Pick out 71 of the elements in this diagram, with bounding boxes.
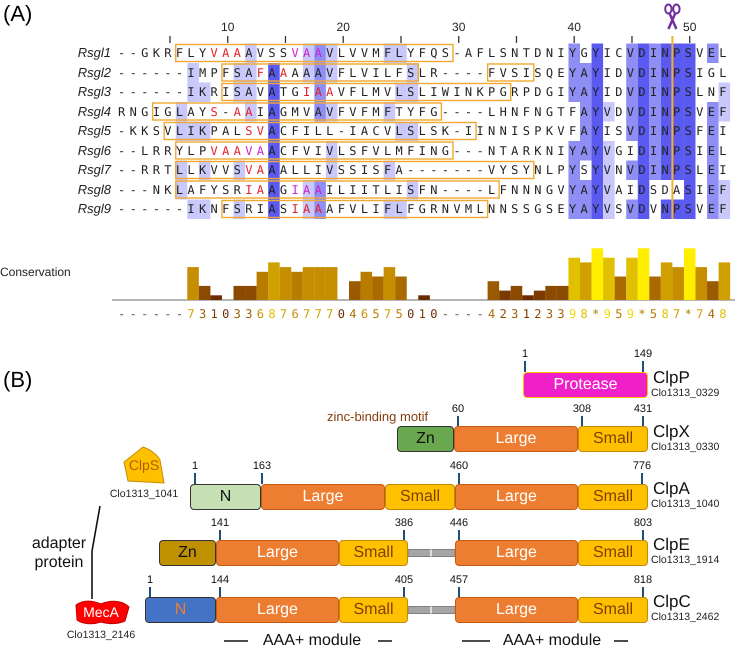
position-marker: 803 — [634, 518, 652, 540]
gene-id: Clo1313_1040 — [651, 499, 720, 510]
gene-id: Clo1313_1041 — [110, 489, 178, 500]
position-marker: 1 — [192, 461, 198, 484]
position-marker: 457 — [450, 575, 468, 597]
position-marker: 163 — [252, 461, 272, 484]
protein-label: MecA — [83, 605, 119, 619]
domain-box: Small — [339, 540, 408, 566]
protein-name: ClpC — [653, 593, 691, 610]
gene-id: Clo1313_2146 — [66, 630, 136, 640]
domain-box: Large — [455, 597, 578, 623]
position-marker: 405 — [394, 575, 414, 597]
ruler-number: 50 — [683, 21, 696, 33]
position-marker: 308 — [572, 404, 592, 426]
position-marker: 446 — [450, 518, 468, 540]
domain-box: Large — [455, 540, 578, 566]
position-marker: 141 — [210, 518, 230, 540]
domain-box: Zn — [159, 540, 216, 566]
domain-box: Large — [455, 484, 578, 510]
sequence-name: Rsgl5 — [78, 124, 111, 137]
annotation-text: adapter protein — [26, 534, 92, 572]
position-marker: 149 — [634, 349, 652, 372]
ruler-number: 20 — [336, 21, 350, 33]
gene-id: Clo1313_0329 — [651, 388, 720, 398]
protein-name: ClpX — [653, 423, 690, 440]
sequence-name: Rsgl8 — [78, 182, 111, 196]
domain-box: Small — [339, 597, 408, 623]
sequence-name: Rsgl6 — [78, 144, 111, 156]
domain-box: Large — [216, 597, 339, 623]
protein-name: ClpE — [653, 536, 690, 553]
position-marker: 144 — [210, 575, 230, 597]
position-marker: 460 — [450, 461, 468, 484]
domain-box: Large — [261, 484, 385, 510]
domain-box: Protease — [523, 372, 648, 398]
domain-box: Small — [578, 597, 648, 623]
leader-line — [91, 506, 101, 552]
domain-box: N — [145, 597, 216, 623]
sequence-name: Rsgl7 — [78, 163, 111, 176]
position-marker: 1 — [146, 575, 154, 597]
domain-box: Large — [454, 426, 578, 452]
panel-label: (B) — [3, 369, 32, 391]
position-marker: 818 — [634, 575, 652, 597]
protein-name: ClpP — [653, 369, 690, 386]
position-marker: 1 — [522, 349, 528, 372]
panel-label: (A) — [3, 3, 32, 25]
domain-box: Small — [385, 484, 455, 510]
domain-box: N — [190, 484, 261, 510]
position-marker: 431 — [634, 404, 652, 426]
domain-box: Small — [578, 540, 648, 566]
ruler-number: 10 — [221, 21, 234, 33]
leader-line — [91, 551, 93, 599]
sequence-name: Rsgl1 — [78, 46, 111, 59]
ruler-number: 40 — [568, 21, 581, 33]
row-label: Conservation — [0, 266, 71, 278]
module-label: AAA+ module — [502, 633, 602, 649]
module-label: AAA+ module — [262, 633, 362, 649]
position-marker: 60 — [452, 404, 464, 426]
protein-label: ClpS — [128, 458, 160, 472]
ruler-number: 30 — [452, 21, 466, 33]
sequence-name: Rsgl2 — [78, 66, 111, 78]
position-marker: 386 — [394, 518, 414, 540]
motif-label: zinc-binding motif — [327, 410, 428, 423]
domain-box: Small — [578, 484, 648, 510]
domain-box: Small — [578, 426, 648, 452]
sequence-name: Rsgl3 — [78, 85, 111, 98]
position-marker: 776 — [632, 461, 652, 484]
domain-box: Zn — [397, 426, 454, 452]
domain-box: Large — [216, 540, 339, 566]
protein-name: ClpA — [653, 480, 690, 497]
sequence-name: Rsgl9 — [78, 202, 111, 215]
sequence-name: Rsgl4 — [78, 104, 111, 118]
